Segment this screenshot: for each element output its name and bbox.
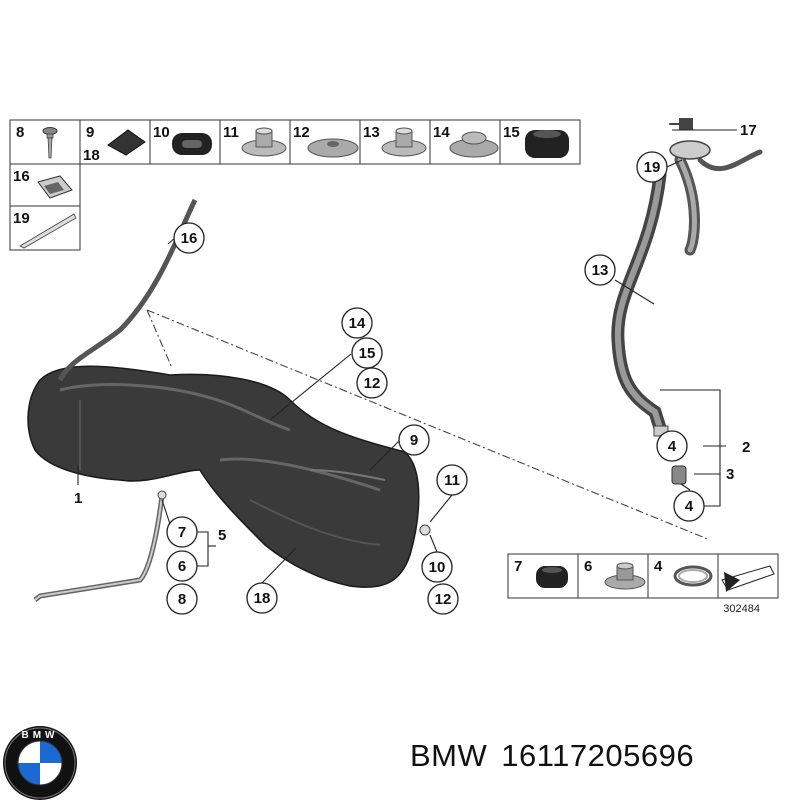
callout-2: 2 [742,439,750,456]
svg-text:4: 4 [668,438,677,455]
svg-text:9: 9 [410,432,418,449]
callout-11: 11 [436,464,468,496]
legend-num-14: 14 [433,124,450,141]
callout-4: 4 [656,430,688,462]
callout-17: 17 [740,122,757,139]
tank-strap [33,490,431,602]
callout-19: 19 [636,151,668,183]
svg-text:14: 14 [349,315,366,332]
clamp-4-icon [673,565,713,587]
callout-18: 18 [246,582,278,614]
pad-9-icon [107,129,146,156]
svg-text:4: 4 [685,498,694,515]
grommet-15-icon [525,130,569,158]
callout-7: 7 [166,516,198,548]
callout-1: 1 [74,490,82,507]
legend-bottom [507,553,779,599]
brand-name: BMW [410,738,488,773]
svg-text:15: 15 [359,345,376,362]
legend-num-16: 16 [13,168,30,185]
callout-4: 4 [673,490,705,522]
part-number: 16117205696 [501,738,695,773]
callout-15: 15 [351,337,383,369]
callout-12: 12 [356,367,388,399]
svg-text:16: 16 [181,230,198,247]
nut-13-icon [381,127,427,157]
legend-num-4: 4 [654,558,663,575]
callout-16: 16 [173,222,205,254]
washer-12-icon [307,138,359,158]
legend-num-6: 6 [584,558,592,575]
legend-top [9,119,581,251]
filler-pipe [611,118,763,485]
fuel-tank [27,365,420,588]
legend-num-8: 8 [16,124,24,141]
drawing-code: 302484 [723,603,760,615]
svg-text:13: 13 [592,262,609,279]
svg-text:19: 19 [644,159,661,176]
legend-num-18: 18 [83,147,100,164]
part-caption: BMW 16117205696 [410,738,708,774]
svg-text:6: 6 [178,558,186,575]
nut-11-icon [241,127,287,157]
leader-lines [77,129,737,584]
svg-text:10: 10 [429,559,446,576]
svg-text:11: 11 [444,472,460,489]
svg-text:12: 12 [435,591,452,608]
legend-num-10: 10 [153,124,170,141]
grommet-10-icon [172,133,212,155]
legend-num-19: 19 [13,210,30,227]
bmw-logo: BMW [3,726,77,800]
callout-13: 13 [584,254,616,286]
callout-14: 14 [341,307,373,339]
callout-9: 9 [398,424,430,456]
callout-10: 10 [421,551,453,583]
legend-num-7: 7 [514,558,522,575]
grommet-6-icon [604,562,646,590]
legend-num-12: 12 [293,124,310,141]
callout-6: 6 [166,550,198,582]
svg-text:12: 12 [364,375,381,392]
callout-8: 8 [166,583,198,615]
svg-text:7: 7 [178,524,186,541]
grommet-7-icon [536,566,568,588]
svg-text:18: 18 [254,590,271,607]
arrow-symbol-icon [721,565,775,592]
legend-num-11: 11 [223,124,239,141]
screw-8-icon [42,127,58,159]
grommet-14-icon [449,131,499,158]
strap-19-icon [19,213,77,249]
legend-num-13: 13 [363,124,380,141]
clip-16-icon [37,175,73,199]
legend-num-9: 9 [86,124,94,141]
svg-text:BMW: BMW [22,730,59,741]
callout-12: 12 [427,583,459,615]
callout-3: 3 [726,466,734,483]
svg-text:8: 8 [178,591,186,608]
callout-5: 5 [218,527,226,544]
legend-num-15: 15 [503,124,520,141]
guide-line-2 [146,309,173,369]
guide-line [146,309,711,541]
